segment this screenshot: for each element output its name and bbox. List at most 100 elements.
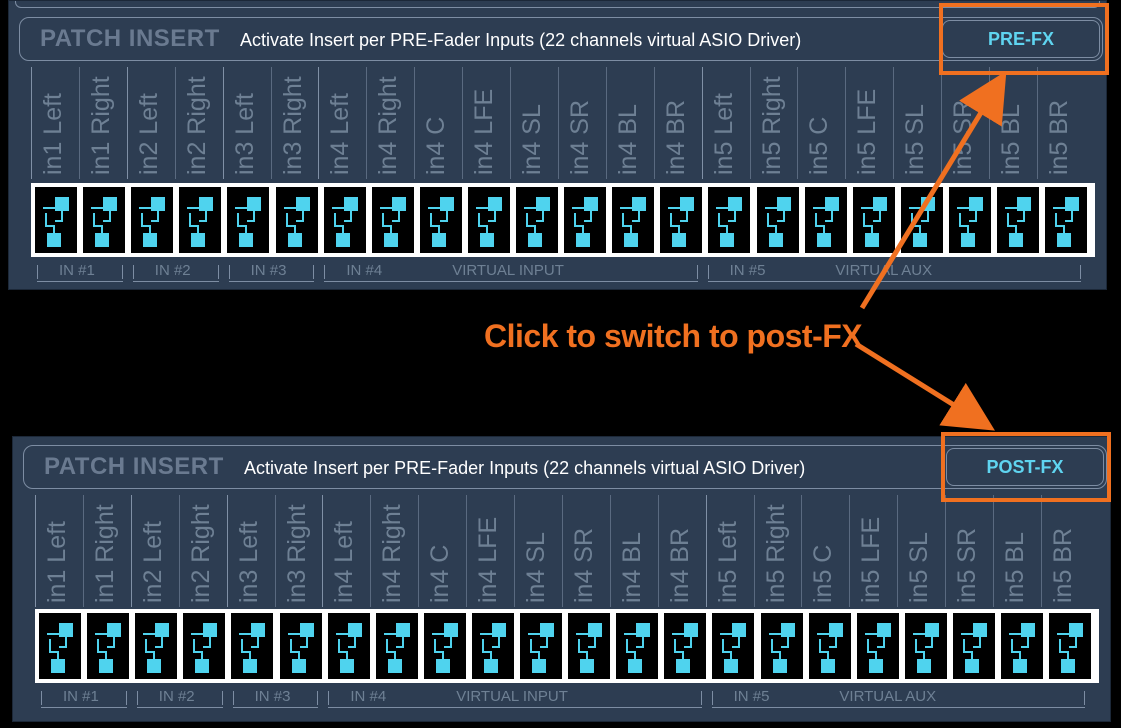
channel-label: in5 BL — [993, 495, 1041, 607]
insert-toggle-icon[interactable] — [760, 613, 803, 679]
channel-label: in5 Right — [749, 67, 798, 179]
channel-label: in5 SR — [945, 495, 993, 607]
group-label: VIRTUAL INPUT — [450, 262, 566, 279]
insert-toggle-icon[interactable] — [564, 187, 607, 253]
channel-label: in5 SL — [893, 67, 941, 179]
insert-toggle-icon[interactable] — [1049, 613, 1092, 679]
insert-toggle-icon[interactable] — [808, 613, 851, 679]
panel-description: Activate Insert per PRE-Fader Inputs (22… — [244, 458, 806, 478]
insert-toggle-icon[interactable] — [35, 187, 77, 253]
group-label: IN #4 — [348, 688, 389, 705]
insert-toggle-icon[interactable] — [712, 613, 755, 679]
insert-toggle-icon[interactable] — [1001, 613, 1043, 679]
insert-toggle-icon[interactable] — [423, 613, 466, 679]
channel-label: in5 BR — [1040, 495, 1089, 607]
insert-toggle-icon[interactable] — [568, 613, 611, 679]
channel-label: in5 Right — [753, 495, 802, 607]
insert-toggle-icon[interactable] — [131, 187, 174, 253]
channel-label: in4 SR — [561, 495, 610, 607]
channel-label: in1 Right — [78, 67, 127, 179]
insert-toggle-icon[interactable] — [997, 187, 1039, 253]
annotation-text: Click to switch to post-FX — [484, 318, 863, 354]
post-fx-button[interactable]: POST-FX — [946, 448, 1104, 486]
channel-label: in2 Left — [126, 67, 175, 179]
insert-toggle-icon[interactable] — [471, 613, 514, 679]
group-label: IN #5 — [727, 262, 768, 279]
channel-label: in4 Left — [318, 67, 366, 179]
insert-toggle-icon[interactable] — [39, 613, 81, 679]
channel-label: in5 C — [797, 67, 845, 179]
insert-toggle-icon[interactable] — [135, 613, 178, 679]
channel-label: in3 Left — [226, 495, 275, 607]
channel-label: in4 LFE — [466, 495, 514, 607]
channel-label: in5 Left — [701, 67, 750, 179]
insert-toggle-icon[interactable] — [1045, 187, 1088, 253]
insert-toggle-icon[interactable] — [275, 187, 318, 253]
channel-label: in5 C — [801, 495, 849, 607]
channel-label: in1 Right — [82, 495, 131, 607]
insert-toggle-icon[interactable] — [83, 187, 126, 253]
patch-insert-panel-pre: PATCH INSERT Activate Insert per PRE-Fad… — [8, 0, 1107, 290]
insert-toggle-icon[interactable] — [952, 613, 995, 679]
insert-toggle-icon[interactable] — [371, 187, 414, 253]
insert-toggle-icon[interactable] — [467, 187, 510, 253]
insert-toggle-icon[interactable] — [616, 613, 659, 679]
insert-toggle-icon[interactable] — [323, 187, 366, 253]
group-bracket: IN #3 — [232, 689, 319, 708]
channel-label: in3 Left — [222, 67, 271, 179]
channel-label: in4 Right — [370, 495, 418, 607]
channel-label: in4 C — [418, 495, 466, 607]
insert-toggle-icon[interactable] — [520, 613, 562, 679]
channel-label: in4 SR — [557, 67, 606, 179]
channel-label: in5 LFE — [849, 495, 897, 607]
channel-label: in5 SL — [897, 495, 945, 607]
panel-title: PATCH INSERT — [40, 25, 220, 52]
group-label: IN #2 — [152, 262, 193, 279]
insert-toggle-icon[interactable] — [852, 187, 895, 253]
group-label: IN #1 — [57, 262, 97, 279]
insert-toggle-icon[interactable] — [948, 187, 991, 253]
insert-toggle-icon[interactable] — [87, 613, 130, 679]
arrow-up-icon — [859, 70, 1007, 310]
insert-toggle-icon[interactable] — [227, 187, 270, 253]
channel-label: in3 Right — [270, 67, 319, 179]
insert-toggle-icon[interactable] — [660, 187, 703, 253]
channel-label: in5 SR — [941, 67, 989, 179]
channel-label: in4 BR — [657, 495, 706, 607]
panel-header: PATCH INSERT Activate Insert per PRE-Fad… — [23, 445, 1107, 489]
channel-label: in1 Left — [31, 67, 79, 179]
insert-toggle-icon[interactable] — [516, 187, 558, 253]
channel-label: in4 LFE — [462, 67, 510, 179]
insert-toggle-icon[interactable] — [756, 187, 799, 253]
insert-toggle-icon[interactable] — [804, 187, 847, 253]
channel-label: in4 SL — [510, 67, 558, 179]
group-label: IN #1 — [61, 688, 101, 705]
channel-label: in4 Right — [366, 67, 414, 179]
group-bracket: IN #3 — [228, 262, 315, 282]
insert-toggle-icon[interactable] — [279, 613, 322, 679]
insert-switch-row — [31, 183, 1095, 257]
insert-toggle-icon[interactable] — [856, 613, 899, 679]
channel-label: in2 Right — [178, 495, 227, 607]
insert-toggle-icon[interactable] — [375, 613, 418, 679]
insert-switch-row — [35, 609, 1099, 683]
channel-label: in5 BR — [1036, 67, 1085, 179]
insert-toggle-icon[interactable] — [179, 187, 222, 253]
insert-toggle-icon[interactable] — [183, 613, 226, 679]
insert-toggle-icon[interactable] — [419, 187, 462, 253]
insert-toggle-icon[interactable] — [231, 613, 274, 679]
insert-toggle-icon[interactable] — [708, 187, 751, 253]
insert-toggle-icon[interactable] — [904, 613, 947, 679]
panel-description: Activate Insert per PRE-Fader Inputs (22… — [240, 30, 802, 50]
group-label: IN #3 — [248, 262, 289, 279]
insert-toggle-icon[interactable] — [664, 613, 707, 679]
group-bracket: IN #1 — [37, 263, 123, 282]
channel-label: in5 Left — [705, 495, 754, 607]
insert-toggle-icon[interactable] — [612, 187, 655, 253]
channel-label: in4 BL — [609, 495, 658, 607]
insert-toggle-icon[interactable] — [327, 613, 370, 679]
